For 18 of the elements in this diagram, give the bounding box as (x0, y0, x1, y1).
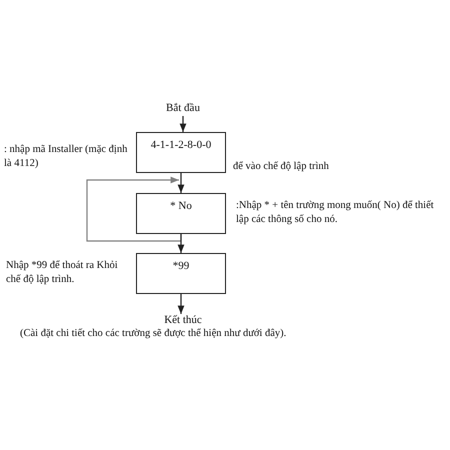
arrow (178, 234, 184, 253)
arrow (86, 176, 182, 242)
node-text: Bắt đầu (166, 102, 200, 114)
node-text: *99 (172, 260, 190, 272)
caption: (Cài đặt chi tiết cho các trường sẽ được thể hiện như dưới đây). (20, 328, 286, 339)
annotation: Nhập *99 để thoát ra Khỏi chế độ lập trình. (6, 259, 119, 286)
annotation: : nhập mã Installer (mặc định là 4112) (4, 143, 128, 170)
annotation: để vào chế độ lập trình (233, 160, 330, 174)
arrow (180, 116, 186, 132)
arrow (178, 294, 184, 314)
node-text: Kết thúc (164, 314, 202, 326)
node-text: 4-1-1-2-8-0-0 (150, 139, 212, 151)
node-text: * No (170, 200, 192, 212)
process-box (136, 253, 226, 294)
process-box (136, 132, 226, 173)
annotation: :Nhập * + tên trường mong muốn( No) để thiết lập các thông số cho nó. (236, 199, 435, 226)
process-box (136, 193, 226, 234)
arrow (178, 173, 184, 193)
